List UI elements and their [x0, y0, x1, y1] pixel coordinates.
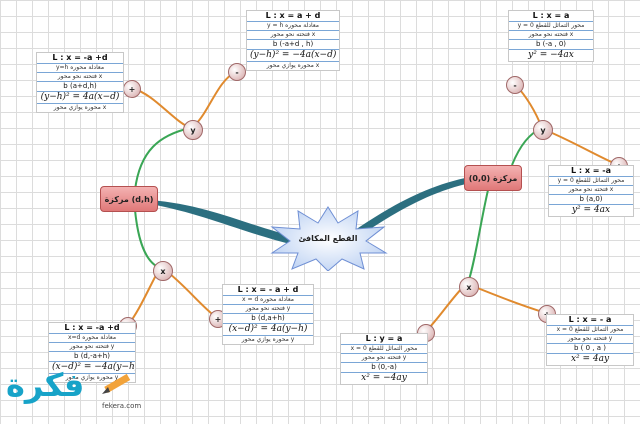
focus-point: b (d,a+h) — [223, 314, 313, 324]
connector-left-x — [134, 209, 161, 269]
left-center-node[interactable]: مركزة (d,h) — [100, 186, 158, 212]
axis-parallel: محوره يوازي محور x — [266, 62, 320, 69]
symmetry-axis: x = 0 محور التماثل للقطع — [547, 326, 633, 335]
info-box-bottom-mid: L : x = - a + d x = d معادلة محوره فتحته… — [222, 284, 314, 345]
directrix: L : x = a — [509, 11, 593, 22]
symmetry-axis: y = 0 محور التماثل للقطع — [509, 22, 593, 31]
standard-equation: (y−h)² = −4a(x−d) — [247, 50, 339, 62]
left-x-node[interactable]: x — [153, 261, 173, 281]
opening-direction: فتحته نحو محور x — [549, 186, 633, 195]
connector-rx-plus — [469, 284, 547, 314]
left-y-minus-node[interactable]: - — [228, 63, 246, 81]
connector-lx-plus — [164, 269, 218, 319]
standard-equation: (x−d)² = −4a(y−h) — [49, 362, 135, 374]
directrix: L : x = a + d — [247, 11, 339, 22]
opening-direction: فتحته نحو محور x — [247, 31, 339, 40]
axis-equation: y=h معادلة محوره — [37, 64, 123, 73]
standard-equation: y² = −4ax — [528, 50, 574, 60]
info-box-top-mid: L : x = a + d y = h معادلة محوره فتحته ن… — [246, 10, 340, 71]
opening-direction: فتحته نحو محور y — [341, 354, 427, 363]
logo-domain: fekera.com — [102, 402, 142, 410]
focus-point: b (0,-a) — [341, 363, 427, 373]
opening-direction: فتحته نحو محور x — [37, 73, 123, 82]
pencil-icon — [102, 373, 131, 394]
info-box-bottom-right-b: L : x = - a x = 0 محور التماثل للقطع فتح… — [546, 314, 634, 366]
right-y-node[interactable]: y — [533, 120, 553, 140]
axis-parallel: محوره يوازي محور x — [53, 104, 107, 111]
opening-direction: فتحته نحو محور y — [223, 305, 313, 314]
info-box-top-right: L : x = a y = 0 محور التماثل للقطع فتحته… — [508, 10, 594, 62]
standard-equation: (x−d)² = 4a(y−h) — [223, 324, 313, 336]
focus-point: b (a+d,h) — [37, 82, 123, 92]
opening-direction: فتحته نحو محور y — [547, 335, 633, 344]
focus-point: b (-a+d , h) — [247, 40, 339, 50]
directrix: L : x = - a — [547, 315, 633, 326]
focus-point: b (a,0) — [549, 195, 633, 205]
right-y-minus-node[interactable]: - — [506, 76, 524, 94]
opening-direction: فتحته نحو محور x — [509, 31, 593, 40]
focus-point: b ( 0 , a ) — [547, 344, 633, 354]
central-topic: القطع المكافئ — [268, 205, 388, 272]
directrix: L : x = - a + d — [223, 285, 313, 296]
axis-equation: y = h معادلة محوره — [247, 22, 339, 31]
left-y-plus-node[interactable]: + — [123, 80, 141, 98]
connector-ly-plus — [131, 87, 191, 129]
left-y-node[interactable]: y — [183, 120, 203, 140]
watermark-logo: فكرة fekera.com — [6, 366, 156, 414]
directrix: L : y = a — [341, 334, 427, 345]
central-topic-label: القطع المكافئ — [298, 233, 358, 243]
symmetry-axis: x = 0 محور التماثل للقطع — [341, 345, 427, 354]
connector-ry-plus — [544, 129, 619, 166]
connector-left-center — [150, 200, 300, 246]
standard-equation: x² = −4ay — [361, 373, 407, 383]
opening-direction: فتحته نحو محور y — [49, 343, 135, 352]
connector-left-y — [134, 127, 191, 191]
axis-equation: x = d معادلة محوره — [223, 296, 313, 305]
standard-equation: x² = 4ay — [570, 354, 610, 364]
axis-parallel: محوره يوازي محور y — [65, 374, 119, 381]
right-x-node[interactable]: x — [459, 277, 479, 297]
focus-point: b (-a , 0) — [509, 40, 593, 50]
symmetry-axis: y = 0 محور التماثل للقطع — [549, 177, 633, 186]
standard-equation: (y−h)² = 4a(x−d) — [37, 92, 123, 104]
info-box-bottom-right-a: L : y = a x = 0 محور التماثل للقطع فتحته… — [340, 333, 428, 385]
info-box-right-mid: L : x = -a y = 0 محور التماثل للقطع فتحت… — [548, 165, 634, 217]
directrix: L : x = -a +d — [49, 323, 135, 334]
logo-text: فكرة — [6, 366, 85, 404]
connector-ly-minus — [194, 71, 237, 126]
info-box-bottom-left: L : x = -a +d x=d معادلة محوره فتحته نحو… — [48, 322, 136, 383]
axis-equation: x=d معادلة محوره — [49, 334, 135, 343]
axis-parallel: محوره يوازي محور y — [241, 336, 295, 343]
info-box-top-left: L : x = -a +d y=h معادلة محوره فتحته نحو… — [36, 52, 124, 113]
connector-right-x — [467, 189, 489, 284]
right-center-node[interactable]: مركزة (0,0) — [464, 165, 522, 191]
directrix: L : x = -a — [549, 166, 633, 177]
directrix: L : x = -a +d — [37, 53, 123, 64]
focus-point: b (d,-a+h) — [49, 352, 135, 362]
standard-equation: y² = 4ax — [571, 205, 611, 215]
